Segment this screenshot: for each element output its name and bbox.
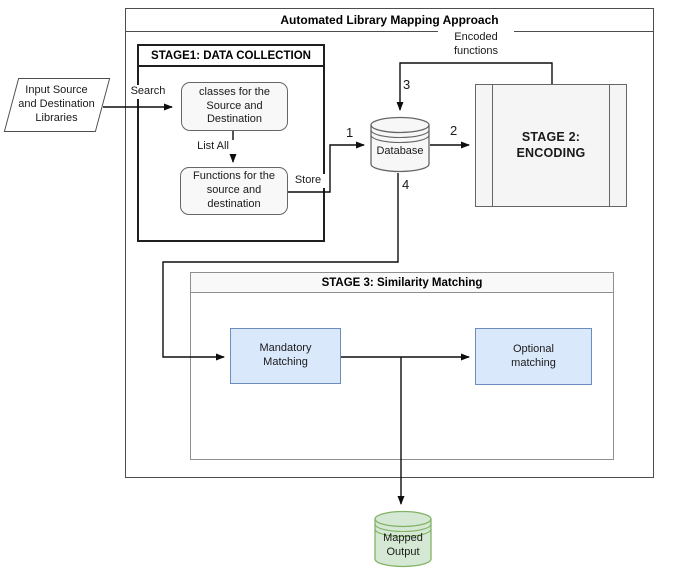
stage2-right-bar bbox=[609, 85, 610, 206]
classes-node-label: classes for the Source and Destination bbox=[199, 85, 270, 126]
edge-label-list-all: List All bbox=[190, 140, 236, 154]
edge-label-2: 2 bbox=[448, 123, 460, 140]
stage2-label: STAGE 2: ENCODING bbox=[516, 129, 586, 160]
stage2-left-bar bbox=[492, 85, 493, 206]
edge-label-encoded-functions: Encoded functions bbox=[438, 31, 514, 59]
database-cylinder: Database bbox=[370, 116, 430, 173]
edge-label-1: 1 bbox=[344, 125, 356, 142]
mapped-output-icon bbox=[374, 510, 432, 568]
functions-node-label: Functions for the source and destination bbox=[193, 170, 275, 210]
classes-node: classes for the Source and Destination bbox=[181, 82, 288, 131]
mandatory-matching-node: Mandatory Matching bbox=[230, 328, 341, 384]
mapped-output-cylinder: Mapped Output bbox=[374, 510, 432, 568]
optional-matching-node: Optional matching bbox=[475, 328, 592, 385]
edge-label-4: 4 bbox=[400, 177, 412, 194]
edge-label-3: 3 bbox=[401, 77, 413, 94]
mapped-output-label: Mapped Output bbox=[383, 532, 423, 558]
edge-label-store: Store bbox=[289, 174, 327, 188]
diagram-title: Automated Library Mapping Approach bbox=[125, 8, 654, 32]
stage1-title: STAGE1: DATA COLLECTION bbox=[137, 44, 325, 67]
input-parallelogram: Input Source and Destination Libraries bbox=[3, 78, 111, 132]
functions-node: Functions for the source and destination bbox=[180, 167, 288, 215]
database-label: Database bbox=[376, 145, 424, 157]
optional-matching-label: Optional matching bbox=[511, 342, 556, 369]
database-icon bbox=[370, 116, 430, 173]
stage2-node: STAGE 2: ENCODING bbox=[475, 84, 627, 207]
input-label: Input Source and Destination Libraries bbox=[18, 84, 95, 124]
stage3-title: STAGE 3: Similarity Matching bbox=[190, 272, 614, 293]
mandatory-matching-label: Mandatory Matching bbox=[259, 342, 312, 368]
edge-label-search: Search bbox=[126, 85, 170, 99]
